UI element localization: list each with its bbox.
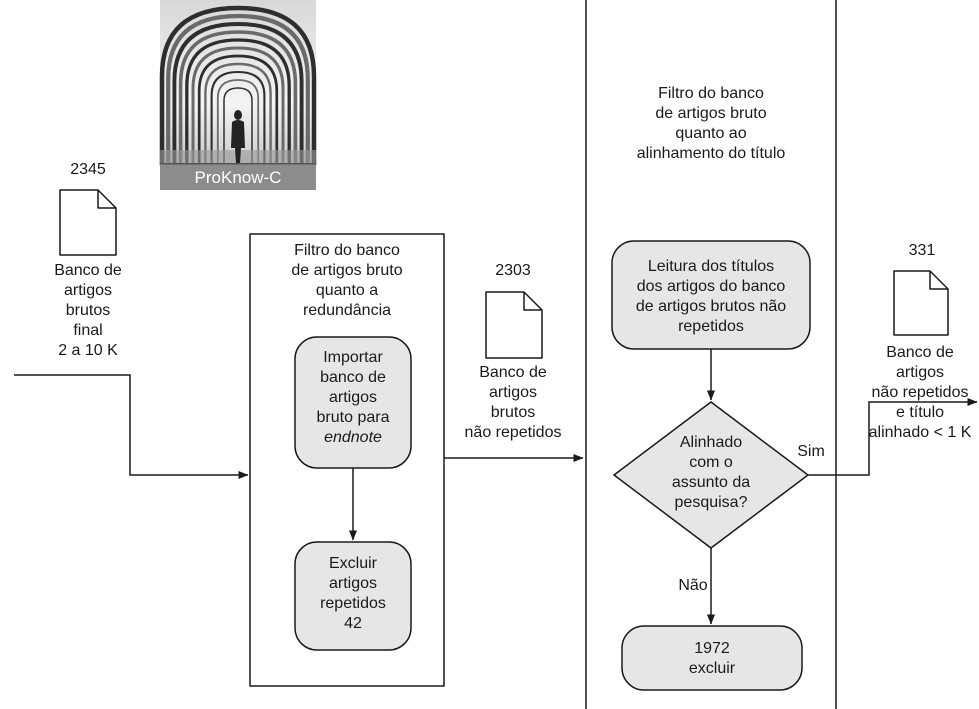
svg-text:repetidos: repetidos [678, 318, 744, 335]
import-endnote-label: Importar banco de artigos bruto para end… [317, 349, 390, 446]
logo-arch [159, 5, 317, 168]
svg-text:dos artigos do banco: dos artigos do banco [637, 278, 786, 295]
svg-text:artigos: artigos [896, 364, 944, 381]
exclude-step [621, 625, 803, 691]
svg-text:bruto para: bruto para [317, 409, 390, 426]
logo-label: ProKnow-C [195, 168, 282, 187]
logo-arch [210, 70, 266, 167]
input-document-icon [59, 189, 117, 256]
svg-text:artigos: artigos [329, 575, 377, 592]
output-doc-label: Banco de artigos não repetidos e título … [869, 344, 972, 441]
logo-arch [204, 62, 272, 167]
svg-text:Alinhado: Alinhado [680, 434, 742, 451]
logo-arch [223, 87, 253, 166]
flow-input-to-redundancy [14, 374, 249, 479]
svg-text:artigos: artigos [64, 282, 112, 299]
svg-text:1972: 1972 [694, 640, 730, 657]
svg-text:pesquisa?: pesquisa? [675, 494, 748, 511]
svg-text:excluir: excluir [689, 660, 736, 677]
input-doc-count: 2345 [70, 161, 106, 178]
svg-text:redundância: redundância [303, 302, 391, 319]
logo-arch [191, 46, 285, 167]
logo-arch [185, 38, 291, 167]
svg-text:banco de: banco de [320, 369, 386, 386]
svg-text:Filtro do banco: Filtro do banco [658, 85, 764, 102]
svg-text:42: 42 [344, 615, 362, 632]
svg-text:e título: e título [896, 404, 944, 421]
svg-text:de artigos bruto: de artigos bruto [291, 262, 402, 279]
logo-arch [197, 54, 279, 167]
svg-text:artigos: artigos [489, 384, 537, 401]
input-doc-label: Banco de artigos brutos final 2 a 10 K [54, 262, 122, 359]
output-doc-count: 331 [909, 242, 936, 259]
svg-text:Excluir: Excluir [329, 555, 378, 572]
svg-text:Banco de: Banco de [886, 344, 954, 361]
svg-text:não repetidos: não repetidos [872, 384, 969, 401]
logo-arch [172, 22, 304, 167]
svg-text:não repetidos: não repetidos [465, 424, 562, 441]
title-filter-title: Filtro do banco de artigos bruto quanto … [637, 85, 786, 162]
redundancy-filter-title: Filtro do banco de artigos bruto quanto … [291, 242, 402, 319]
svg-text:Importar: Importar [323, 349, 383, 366]
svg-text:de artigos bruto: de artigos bruto [655, 105, 766, 122]
logo-arch [166, 13, 310, 168]
svg-text:Banco de: Banco de [54, 262, 122, 279]
svg-text:com o: com o [689, 454, 733, 471]
logo-arch [178, 30, 298, 167]
yes-label: Sim [797, 443, 825, 460]
svg-text:alinhado < 1 K: alinhado < 1 K [869, 424, 972, 441]
svg-text:brutos: brutos [66, 302, 110, 319]
no-label: Não [678, 577, 707, 594]
svg-text:Leitura dos títulos: Leitura dos títulos [648, 258, 774, 275]
read-titles-label: Leitura dos títulos dos artigos do banco… [636, 258, 786, 335]
exclude-step-label: 1972 excluir [689, 640, 736, 677]
svg-text:quanto ao: quanto ao [675, 125, 746, 142]
svg-text:de artigos brutos não: de artigos brutos não [636, 298, 786, 315]
svg-text:Banco de: Banco de [479, 364, 547, 381]
svg-text:brutos: brutos [491, 404, 535, 421]
exclude-duplicates-label: Excluir artigos repetidos 42 [320, 555, 386, 632]
svg-text:assunto da: assunto da [672, 474, 750, 491]
middle-doc-label: Banco de artigos brutos não repetidos [465, 364, 562, 441]
alignment-decision-label: Alinhado com o assunto da pesquisa? [672, 434, 750, 511]
exclude-duplicates-step [294, 541, 412, 651]
svg-text:endnote: endnote [324, 429, 382, 446]
middle-doc-count: 2303 [495, 262, 531, 279]
middle-document-icon [485, 291, 543, 359]
svg-text:final: final [73, 322, 102, 339]
flow-yes-to-output [808, 398, 978, 476]
proknow-c-logo: ProKnow-C [159, 0, 317, 190]
svg-text:Filtro do banco: Filtro do banco [294, 242, 400, 259]
logo-arch [216, 79, 260, 166]
svg-text:quanto a: quanto a [316, 282, 378, 299]
svg-text:artigos: artigos [329, 389, 377, 406]
person-silhouette-icon [231, 110, 245, 163]
svg-text:alinhamento do título: alinhamento do título [637, 145, 786, 162]
svg-text:repetidos: repetidos [320, 595, 386, 612]
output-document-icon [893, 270, 949, 336]
svg-text:2 a 10 K: 2 a 10 K [58, 342, 118, 359]
